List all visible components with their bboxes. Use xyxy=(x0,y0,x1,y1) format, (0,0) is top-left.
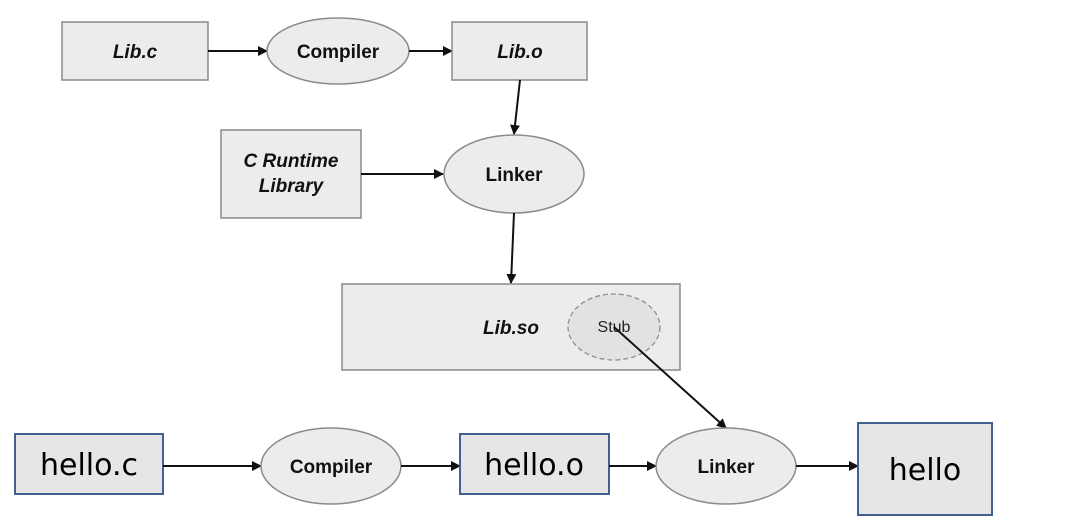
hello-c-label: hello.c xyxy=(40,448,138,483)
lib-o-node: Lib.o xyxy=(451,21,588,81)
hello-label: hello xyxy=(889,453,962,488)
compiler-bottom-label: Compiler xyxy=(290,457,373,478)
hello-c-node: hello.c xyxy=(14,433,164,495)
compiler-top-node: Compiler xyxy=(266,17,410,85)
linker-top-node: Linker xyxy=(443,134,585,214)
compiler-bottom-node: Compiler xyxy=(260,427,402,505)
compiler-top-label: Compiler xyxy=(297,42,380,63)
lib-so-label: Lib.so xyxy=(483,318,539,339)
linker-top-label: Linker xyxy=(485,165,543,186)
hello-o-node: hello.o xyxy=(459,433,610,495)
lib-o-label: Lib.o xyxy=(497,42,542,63)
c-runtime-library-node: C Runtime Library xyxy=(220,129,362,219)
linker-bottom-label: Linker xyxy=(697,457,755,478)
c-runtime-label-line1: C Runtime xyxy=(244,151,339,172)
lib-c-label: Lib.c xyxy=(113,42,158,63)
linker-bottom-node: Linker xyxy=(655,427,797,505)
arrow-stub-to-linker xyxy=(613,326,727,429)
arrow-libo-to-linker xyxy=(510,79,521,135)
hello-node: hello xyxy=(857,422,993,516)
lib-c-node: Lib.c xyxy=(61,21,209,81)
hello-o-label: hello.o xyxy=(484,448,584,483)
arrow-linker-to-libso xyxy=(506,212,517,284)
c-runtime-label-line2: Library xyxy=(259,176,325,197)
